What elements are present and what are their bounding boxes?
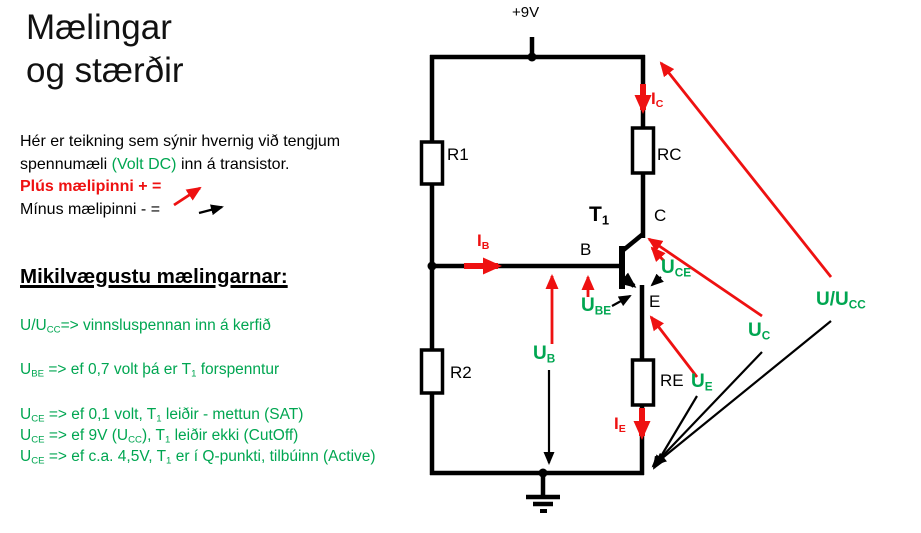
junction-dot-supply	[527, 52, 537, 62]
page-title-line2: og stærðir	[26, 51, 184, 90]
emitter-node-label: E	[649, 292, 661, 311]
uucc-plus-arrow	[659, 61, 833, 278]
transistor-collector-lead	[619, 232, 645, 254]
wires	[429, 37, 646, 497]
ue-voltage-label: UE	[691, 371, 713, 394]
uc-minus-arrow	[651, 351, 763, 468]
supply-voltage-label: +9V	[512, 4, 540, 21]
uucc-minus-arrow	[653, 320, 832, 466]
collector-node-label: C	[654, 206, 667, 225]
intro-line2-pre: spennumæli	[20, 155, 112, 173]
uce-minus-arrow	[650, 273, 664, 287]
measurements-heading: Mikilvægustu mælingarnar:	[20, 265, 288, 288]
intro-line2-volt-dc: (Volt DC)	[111, 155, 177, 173]
minus-pin-legend-arrow	[198, 204, 224, 216]
intro-line1: Hér er teikning sem sýnir hvernig við te…	[20, 133, 341, 150]
resistors	[419, 126, 656, 407]
measurement-line-uce-active: UCE => ef c.a. 4,5V, T1 er í Q-punkti, t…	[20, 448, 376, 467]
resistor-rc-label: RC	[657, 145, 682, 164]
ube-minus-arrow	[611, 295, 632, 307]
page-title: Mælingar og stærðir	[26, 6, 184, 92]
ground-symbol	[526, 494, 560, 513]
uucc-voltage-label: U/UCC	[816, 289, 866, 312]
resistor-re-label: RE	[660, 371, 684, 390]
measurement-line-uce-sat: UCE => ef 0,1 volt, T1 leiðir - mettun (…	[20, 406, 304, 425]
measurement-line-uucc: U/UCC=> vinnsluspennan inn á kerfið	[20, 317, 271, 336]
junction-dot-ground	[538, 468, 548, 478]
ub-voltage-label: UB	[533, 343, 556, 366]
ib-current-label: IB	[477, 231, 490, 252]
intro-line2-post: inn á transistor.	[176, 155, 290, 173]
resistor-r2-label: R2	[450, 363, 472, 382]
page-title-line1: Mælingar	[26, 8, 172, 47]
uce-voltage-label: UCE	[661, 257, 692, 280]
base-node-label: B	[580, 240, 592, 259]
ie-current-label: IE	[614, 414, 626, 435]
uc-voltage-label: UC	[748, 320, 771, 343]
ic-current-label: IC	[651, 89, 664, 110]
uc-plus-arrow	[647, 237, 763, 318]
plus-pin-legend-arrow	[173, 186, 202, 207]
plus-pin-arrows	[173, 61, 833, 378]
resistor-r1-box	[419, 140, 445, 186]
resistor-r1-label: R1	[447, 145, 469, 164]
ube-voltage-label: UBE	[581, 295, 612, 318]
transistor-t1-label: T1	[589, 203, 610, 228]
intro-paragraph: Hér er teikning sem sýnir hvernig við te…	[20, 131, 340, 221]
measurement-line-ube: UBE => ef 0,7 volt þá er T1 forspenntur	[20, 361, 280, 380]
ue-plus-arrow	[649, 315, 699, 378]
minus-pin-arrows	[198, 204, 832, 470]
junction-dot-base	[427, 261, 437, 271]
ue-minus-arrow	[652, 395, 698, 470]
resistor-re-box	[630, 358, 656, 407]
transistor-symbol	[619, 232, 645, 289]
plus-pin-label: Plús mælipinni + =	[20, 178, 162, 195]
intro-line2: spennumæli (Volt DC) inn á transistor.	[20, 154, 340, 177]
resistor-r2-box	[419, 348, 445, 395]
current-arrows	[464, 84, 652, 440]
transistor-emitter-lead	[619, 272, 637, 288]
measurement-line-uce-cutoff: UCE => ef 9V (UCC), T1 leiðir ekki (CutO…	[20, 427, 299, 446]
resistor-rc-box	[630, 126, 656, 175]
minus-pin-label: Mínus mælipinni - =	[20, 200, 161, 218]
